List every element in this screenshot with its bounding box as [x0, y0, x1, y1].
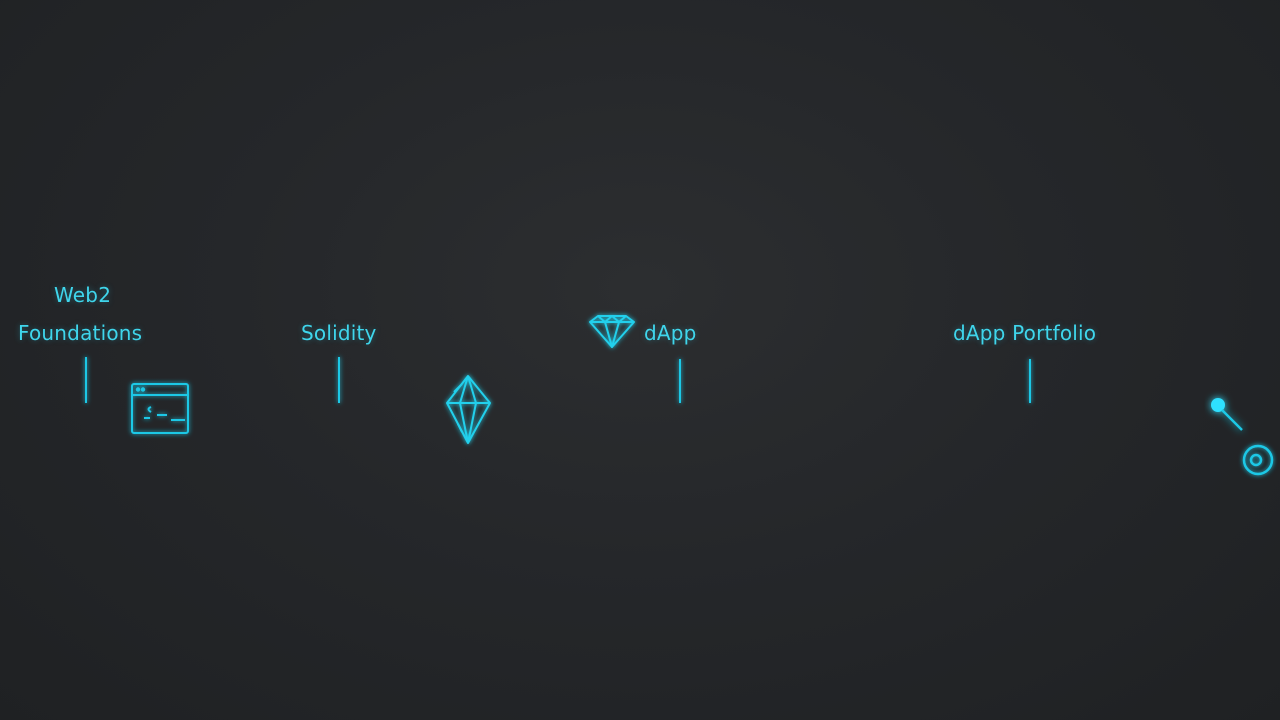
target-ring-icon: [1242, 444, 1274, 476]
milestone-label-foundations: Foundations: [18, 321, 143, 345]
ethereum-diamond-icon: [446, 375, 491, 444]
end-point-icon: [1211, 398, 1243, 431]
terminal-window-icon: [131, 383, 189, 434]
diamond-icon: [589, 315, 635, 348]
milestone-label-dapp: dApp: [644, 321, 697, 345]
milestone-label-solidity: Solidity: [301, 321, 377, 345]
milestone-label-web2: Web2: [54, 283, 112, 307]
milestone-label-dapp-portfolio: dApp Portfolio: [953, 321, 1097, 345]
